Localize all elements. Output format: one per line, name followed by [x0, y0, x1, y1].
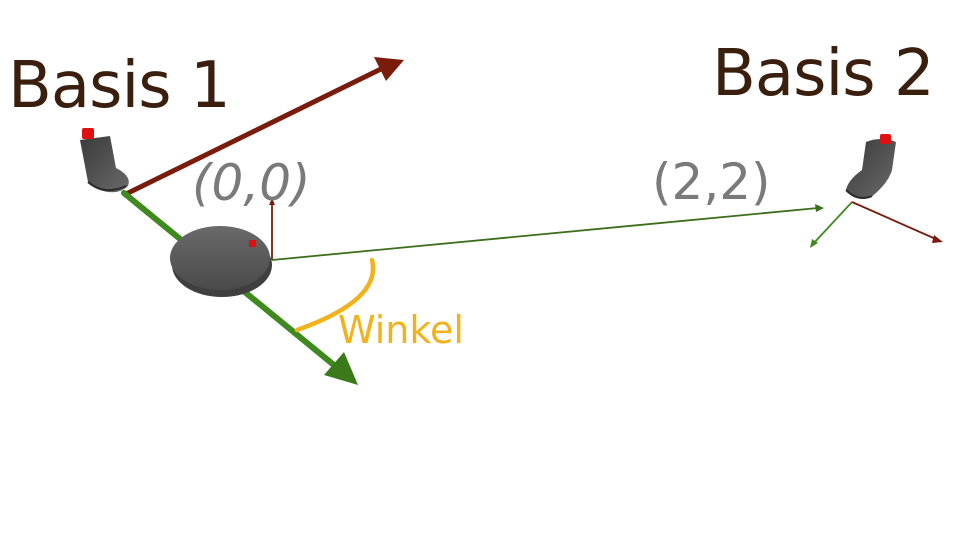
- base1-x-axis: [125, 57, 404, 196]
- translation-vector: [271, 204, 824, 261]
- robot-local-frame: [269, 198, 275, 260]
- base2-y-axis: [810, 201, 853, 248]
- base2-station-icon: [845, 134, 896, 199]
- angle-label: Winkel: [338, 308, 464, 352]
- base2-beacon: [880, 134, 891, 144]
- angle-arc: [294, 257, 376, 333]
- robot-marker: [249, 240, 256, 247]
- base1-station-icon: [80, 128, 129, 193]
- base1-title: Basis 1: [8, 49, 231, 123]
- robot-disc-icon: [170, 226, 272, 297]
- base2-title: Basis 2: [712, 37, 935, 111]
- base2-x-axis: [851, 201, 943, 243]
- origin-coordinate-label: (0,0): [192, 154, 311, 212]
- target-coordinate-label: (2,2): [652, 153, 771, 211]
- base1-beacon: [82, 128, 94, 139]
